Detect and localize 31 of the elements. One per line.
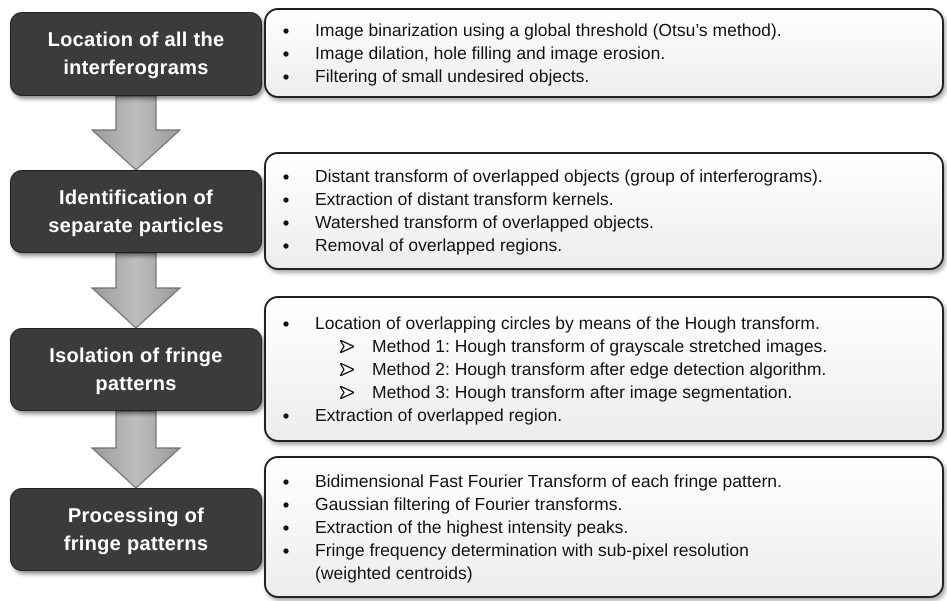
step-title: Identification of separate particles [47, 186, 225, 238]
detail-box [264, 296, 944, 442]
bullet-text: Watershed transform of overlapped objects. [315, 211, 654, 234]
bullet-text: Fringe frequency determination with sub-pixel resolution (weighted centroids) [315, 538, 750, 584]
step-title: Location of all the interferograms [46, 28, 226, 81]
bullet-text: Method 1: Hough transform of grayscale stretched images. [372, 334, 828, 358]
bullet-text: Removal of overlapped regions. [315, 234, 562, 257]
bullet-text: Distant transform of overlapped objects (group of interferograms). [315, 165, 823, 188]
step-box [10, 328, 262, 411]
bullet-text: Extraction of distant transform kernels. [315, 188, 614, 211]
detail-box [264, 152, 944, 270]
bullet-text: Image binarization using a global threshold (Otsu’s method). [315, 18, 782, 42]
step-box [10, 12, 262, 96]
step-box [10, 488, 262, 571]
step-title: Isolation of fringe patterns [48, 344, 224, 396]
step-title: Processing of fringe patterns [62, 504, 210, 556]
bullet-text: Gaussian filtering of Fourier transforms. [315, 492, 622, 516]
bullet-text: Filtering of small undesired objects. [315, 64, 590, 88]
detail-box [264, 8, 944, 98]
block-arrow [90, 252, 182, 329]
block-arrow [90, 95, 182, 171]
detail-box [264, 456, 944, 598]
bullet-text: Method 2: Hough transform after edge detection algorithm. [372, 358, 826, 380]
step-box [10, 170, 262, 253]
block-arrow [90, 410, 182, 489]
bullet-text: Bidimensional Fast Fourier Transform of each fringe pattern. [315, 470, 782, 492]
bullet-text: Method 3: Hough transform after image segmentation. [372, 380, 792, 404]
bullet-text: Extraction of the highest intensity peaks. [315, 516, 628, 538]
bullet-text: Location of overlapping circles by means of the Hough transform. [315, 312, 820, 334]
bullet-text: Image dilation, hole filling and image erosion. [315, 42, 666, 64]
bullet-text: Extraction of overlapped region. [315, 404, 562, 426]
